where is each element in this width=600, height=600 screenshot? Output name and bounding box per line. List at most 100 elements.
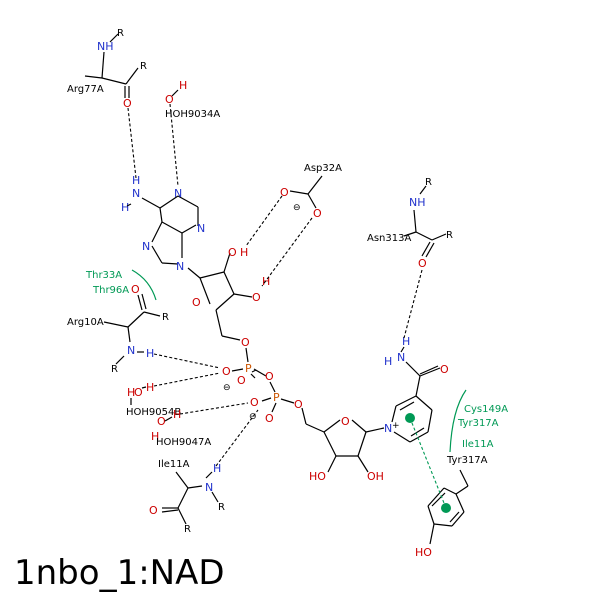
hoh9034a-h: H [179, 79, 187, 92]
hbond-arg77a-adenine [127, 107, 137, 179]
hoh9054b-h1: H [127, 386, 135, 399]
cys149a-label: Cys149A [464, 404, 508, 415]
asp32a-fragment: O O ⊖ Asp32A [280, 163, 342, 220]
phosphate-p1: P [245, 362, 252, 375]
asn313a-o: O [418, 257, 427, 270]
arg10a-label: Arg10A [67, 317, 104, 328]
arg77a-r1: R [117, 28, 124, 39]
carboxamide-o: O [440, 363, 449, 376]
hbond-asp32a-o3h [261, 217, 313, 287]
p2-charge: ⊖ [249, 412, 257, 422]
tyr317a-label: Tyr317A [446, 455, 488, 466]
carboxamide-n: N [397, 351, 405, 364]
tyr317a-contact-label: Tyr317A [457, 418, 499, 429]
ile11a-r2: R [184, 524, 191, 535]
p1-charge: ⊖ [223, 383, 231, 393]
hydrophobic-contact-right: Cys149A Tyr317A Ile11A [449, 389, 508, 453]
ile11a-fragment: Ile11A N H R R O [149, 459, 225, 535]
hoh9034a-o: O [165, 93, 174, 106]
p1-o-right: O [237, 374, 246, 387]
arg77a-label: Arg77A [67, 84, 104, 95]
arg10a-fragment: O R Arg10A N H R [67, 283, 169, 375]
asn313a-r2: R [446, 230, 453, 241]
thr33a-label: Thr33A [85, 270, 122, 281]
hoh9047a-h1: H [173, 408, 181, 421]
ile11a-h: H [213, 462, 221, 475]
p1-o-left: O [222, 365, 231, 378]
adenine-n1: N [174, 187, 182, 200]
nicotinamide-n: N [384, 422, 392, 435]
ile11a-r1: R [218, 502, 225, 513]
asn313a-nh: NH [409, 196, 426, 209]
arg10a-r: R [162, 312, 169, 323]
p2-o-down: O [265, 412, 274, 425]
carboxamide-h1: H [384, 355, 392, 368]
hbond-hoh9047a-phosphate [179, 402, 249, 415]
adenosine-o2: O [228, 246, 237, 259]
adenine-n3: N [197, 222, 205, 235]
bridge-o-mid: O [265, 370, 274, 383]
hbond-asn313a-carboxamide [403, 269, 423, 339]
nicotinamide-plus: + [392, 421, 400, 431]
bridge-o-low: O [294, 398, 303, 411]
adenine-n9: N [176, 260, 184, 273]
hbond-ile11a-phosphate [215, 409, 259, 467]
arg10a-n: N [127, 344, 135, 357]
adenine-h-amino-2: H [121, 201, 129, 214]
adenosine-h3: H [262, 275, 270, 288]
asp32a-label: Asp32A [304, 163, 342, 174]
adenosine-ribose: O O H O H [187, 246, 270, 341]
arg10a-o: O [131, 283, 140, 296]
asp32a-charge: ⊖ [293, 203, 301, 213]
hydrogen-bonds [127, 103, 423, 467]
hydrophobic-contact-thr: Thr33A Thr96A [85, 269, 157, 301]
asn313a-fragment: NH R R O Asn313A [367, 177, 453, 270]
carboxamide-h2: H [402, 335, 410, 348]
ile11a-label: Ile11A [158, 459, 190, 470]
arg77a-r2: R [140, 61, 147, 72]
hoh9047a-label: HOH9047A [156, 437, 211, 448]
hoh9034a-fragment: H O HOH9034A [165, 79, 220, 120]
hoh9047a-h2: H [151, 430, 159, 443]
nicotinamide-ribose-ho: HO [309, 470, 326, 483]
asp32a-o1: O [280, 186, 289, 199]
adenine-n7: N [142, 240, 150, 253]
nicotinamide-ribose-oh: OH [367, 470, 384, 483]
arg10a-r2: R [111, 364, 118, 375]
adenine-h-amino-1: H [132, 174, 140, 187]
phosphate-p2: P [273, 391, 280, 404]
ile11a-o: O [149, 504, 158, 517]
hoh9054b-label: HOH9054B [126, 407, 181, 418]
hoh9054b-o: O [134, 386, 143, 399]
adenosine-o3: O [252, 291, 261, 304]
tyr317a-ho: HO [415, 546, 432, 559]
bridge-o-top: O [241, 336, 250, 349]
nicotinamide-ring: N + O N H H [384, 335, 449, 443]
thr96a-label: Thr96A [92, 285, 129, 296]
hoh9047a-o: O [157, 415, 166, 428]
diphosphate: O P O O ⊖ O P O O ⊖ O [222, 336, 307, 425]
adenine-ring: N H H N N N N [121, 174, 205, 273]
pi-stacking-tyr317a-nicotinamide [409, 417, 447, 509]
hoh9034a-label: HOH9034A [165, 109, 220, 120]
hbond-arg10a-phosphate [153, 353, 221, 369]
tyr317a-fragment: Tyr317A HO [415, 455, 488, 559]
arg10a-h: H [146, 347, 154, 360]
adenine-n-amino: N [132, 187, 140, 200]
hbond-hoh9034a-adenine [169, 103, 179, 187]
ile11a-n: N [205, 481, 213, 494]
p2-o-left: O [250, 396, 259, 409]
diagram-title: 1nbo_1:NAD [14, 553, 225, 593]
hoh9047a-fragment: O H H HOH9047A [151, 408, 211, 448]
arg77a-fragment: NH R R O Arg77A [67, 28, 147, 110]
asn313a-r1: R [425, 177, 432, 188]
hbond-hoh9054b-phosphate [153, 372, 221, 387]
adenosine-ring-o: O [192, 296, 201, 309]
ile11a-contact-label: Ile11A [462, 439, 494, 450]
hoh9054b-h2: H [146, 381, 154, 394]
arg77a-nh: NH [97, 40, 114, 53]
hoh9054b-fragment: H O H HOH9054B [126, 381, 181, 418]
nicotinamide-ribose-ring-o: O [341, 415, 350, 428]
hbond-asp32a-o2h [245, 195, 283, 247]
